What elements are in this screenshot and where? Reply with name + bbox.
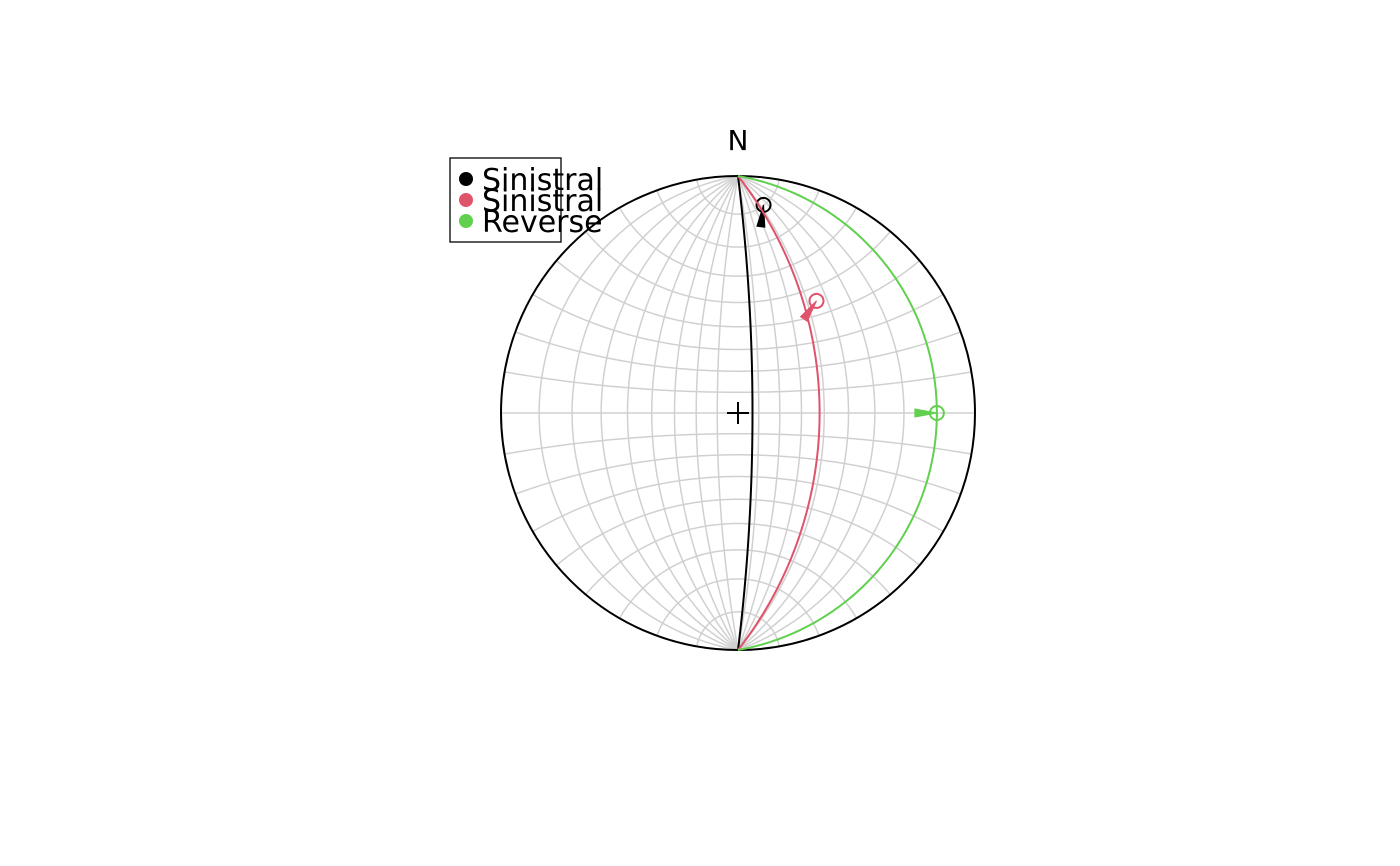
grid-small-circle <box>532 293 944 351</box>
grid-small-circle <box>585 522 891 596</box>
fault-planes <box>737 175 945 651</box>
grid-small-circle <box>504 371 972 394</box>
slip-arrow <box>914 408 937 418</box>
legend-item: Reverse <box>459 205 603 240</box>
grid-small-circle <box>504 432 972 455</box>
legend-marker <box>459 172 473 186</box>
grid-small-circle <box>696 179 780 215</box>
slip-arrow <box>799 300 817 322</box>
legend-label: Sinistral <box>482 184 603 219</box>
legend-item: Sinistral <box>459 163 603 198</box>
north-label: N <box>728 124 749 157</box>
grid-small-circle <box>515 331 961 372</box>
grid-small-circle <box>696 611 780 647</box>
grid-small-circle <box>656 190 820 248</box>
legend-label: Sinistral <box>482 163 603 198</box>
grid-small-circle <box>515 454 961 495</box>
plane-great-circle <box>737 175 754 651</box>
center-cross <box>727 402 749 424</box>
grid-small-circle <box>585 230 891 304</box>
grid-small-circle <box>555 498 921 566</box>
grid-small-circle <box>618 549 858 619</box>
slickenline-marker <box>808 292 825 309</box>
legend-item: Sinistral <box>459 184 603 219</box>
plane-great-circle <box>737 175 821 651</box>
legend-label: Reverse <box>482 205 603 240</box>
grid-small-circle <box>532 475 944 533</box>
legend: Sinistral Sinistral Reverse <box>449 157 603 243</box>
grid-small-circle <box>618 207 858 277</box>
legend-marker <box>459 214 473 228</box>
fault-plane <box>737 175 945 651</box>
grid-small-circle <box>555 260 921 328</box>
fault-plane <box>737 175 825 651</box>
grid-small-circle <box>656 578 820 636</box>
legend-marker <box>459 193 473 207</box>
